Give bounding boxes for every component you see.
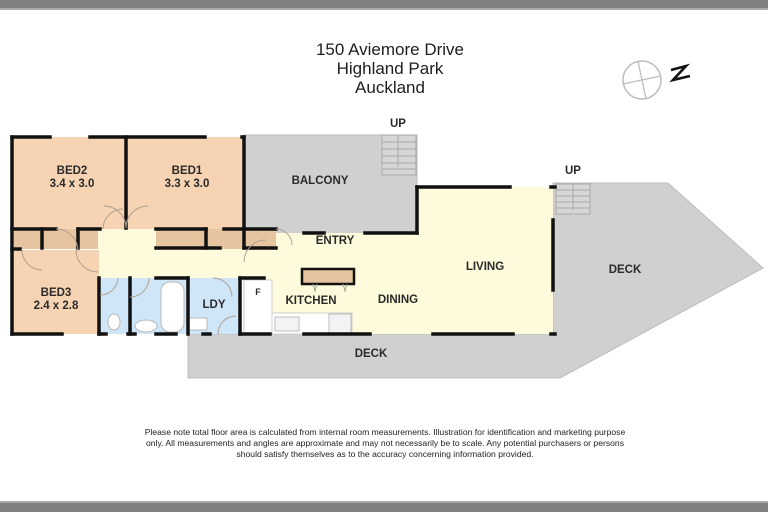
bed1-label: BED1 3.3 x 3.0 — [155, 165, 219, 191]
entry-label: ENTRY — [315, 235, 355, 247]
address-line-3: Auckland — [355, 78, 425, 97]
laundry-label: LDY — [202, 299, 226, 311]
room-name: BED2 — [56, 165, 88, 177]
dining-label: DINING — [377, 294, 419, 306]
living-dining-area — [243, 187, 553, 334]
compass-rose-icon — [622, 60, 691, 100]
room-name: BED1 — [171, 165, 203, 177]
bed3-label: BED3 2.4 x 2.8 — [24, 287, 88, 313]
stairs-deck — [555, 183, 591, 215]
fridge-label: F — [255, 287, 261, 297]
living-label: LIVING — [465, 261, 505, 273]
door-swings — [21, 205, 293, 335]
kitchen-bench — [243, 279, 273, 335]
stairs-up-label: UP — [390, 118, 406, 130]
bathtub-icon — [160, 281, 185, 333]
disclaimer-text: Please note total floor area is calculat… — [144, 427, 626, 459]
address-line-2: Highland Park — [336, 59, 444, 78]
wardrobe — [156, 229, 276, 249]
deck-south-label: DECK — [354, 348, 388, 360]
basin-icon — [134, 319, 158, 333]
bed3-room — [12, 250, 99, 334]
room-name: BED3 — [40, 287, 72, 299]
stairs-balcony — [381, 134, 417, 176]
cooktop-icon — [328, 313, 352, 334]
bed2-room — [12, 137, 126, 229]
top-frame-bar — [0, 0, 768, 10]
wardrobe — [14, 229, 98, 249]
bed1-room — [126, 137, 244, 229]
kitchen-island — [300, 267, 356, 286]
room-dimensions: 3.3 x 3.0 — [164, 178, 210, 190]
laundry-tub-icon — [188, 317, 208, 331]
walls — [10, 135, 557, 336]
address-line-1: 150 Aviemore Drive — [315, 40, 465, 59]
balcony-label: BALCONY — [291, 175, 349, 187]
kitchen-label: KITCHEN — [285, 295, 337, 307]
bar-stool-icon — [312, 283, 348, 293]
stairs-up-label: UP — [565, 165, 581, 177]
sink-icon — [274, 316, 300, 332]
property-address: 150 Aviemore Drive Highland Park Aucklan… — [270, 40, 510, 97]
room-dimensions: 2.4 x 2.8 — [33, 300, 79, 312]
bed2-label: BED2 3.4 x 3.0 — [40, 165, 104, 191]
room-dimensions: 3.4 x 3.0 — [49, 178, 95, 190]
toilet-icon — [107, 313, 121, 331]
bottom-frame-bar — [0, 501, 768, 512]
deck-east-label: DECK — [608, 264, 642, 276]
